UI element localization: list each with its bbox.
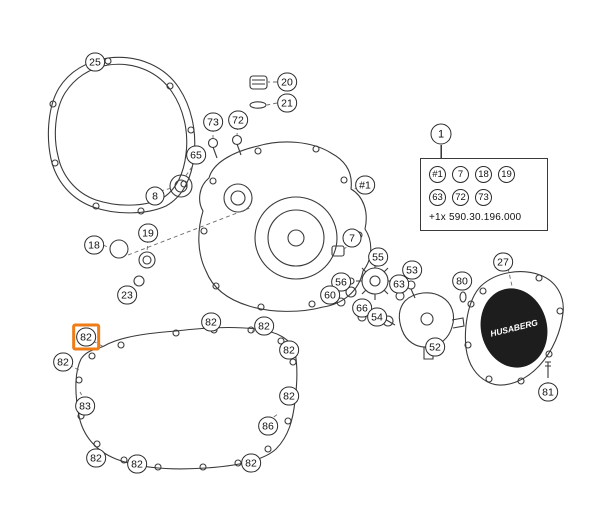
bearing-seals-drawing [109, 174, 193, 287]
callout-20[interactable]: 20 [277, 72, 297, 92]
callout-53[interactable]: 53 [402, 260, 422, 280]
callout-82[interactable]: 82 [254, 316, 274, 336]
callout-82[interactable]: 82 [86, 448, 106, 468]
callout-21[interactable]: 21 [277, 93, 297, 113]
legend-item-63[interactable]: 63 [429, 189, 446, 206]
legend-item-73[interactable]: 73 [475, 189, 492, 206]
plug-7-drawing [331, 245, 345, 257]
legend-row: #1 7 18 19 [429, 166, 539, 183]
callout-num1[interactable]: #1 [355, 175, 375, 195]
callout-86[interactable]: 86 [258, 416, 278, 436]
callout-82-selected[interactable]: 82 [72, 323, 100, 351]
callout-82[interactable]: 82 [127, 454, 147, 474]
legend-item-7[interactable]: 7 [452, 166, 469, 183]
callout-81[interactable]: 81 [538, 382, 558, 402]
callout-82[interactable]: 82 [53, 352, 73, 372]
legend-ref-callout[interactable]: 1 [430, 123, 452, 145]
callout-72[interactable]: 72 [228, 110, 248, 130]
callout-83[interactable]: 83 [75, 396, 95, 416]
callout-60[interactable]: 60 [320, 285, 340, 305]
callout-25[interactable]: 25 [85, 52, 105, 72]
callout-82[interactable]: 82 [241, 453, 261, 473]
legend-item-18[interactable]: 18 [475, 166, 492, 183]
screws-72-73-drawing [207, 134, 243, 159]
callout-19[interactable]: 19 [138, 223, 158, 243]
legend-rows: #1 7 18 19 63 72 73 [429, 166, 539, 206]
legend-item-72[interactable]: 72 [452, 189, 469, 206]
callout-7[interactable]: 7 [342, 228, 362, 248]
legend-box: #1 7 18 19 63 72 73 +1x 590.30.196.000 [420, 158, 548, 231]
gasket-25-drawing [47, 56, 196, 215]
callout-8[interactable]: 8 [145, 186, 165, 206]
legend-item-19[interactable]: 19 [498, 166, 515, 183]
outer-cover-27-drawing [464, 271, 564, 386]
legend-note: +1x 590.30.196.000 [429, 212, 522, 223]
callout-65[interactable]: 65 [186, 145, 206, 165]
plug-cap-drawing [249, 75, 268, 109]
callout-82[interactable]: 82 [279, 340, 299, 360]
legend-ref-line [441, 145, 442, 158]
callout-80[interactable]: 80 [452, 271, 472, 291]
callout-82[interactable]: 82 [279, 386, 299, 406]
callout-23[interactable]: 23 [117, 285, 137, 305]
callout-27[interactable]: 27 [493, 252, 513, 272]
callout-18[interactable]: 18 [84, 235, 104, 255]
legend-item-num1[interactable]: #1 [429, 166, 446, 183]
callout-63[interactable]: 63 [389, 274, 409, 294]
callout-73[interactable]: 73 [203, 112, 223, 132]
callout-54[interactable]: 54 [367, 307, 387, 327]
callout-82[interactable]: 82 [201, 312, 221, 332]
callout-55[interactable]: 55 [368, 247, 388, 267]
callout-52[interactable]: 52 [425, 337, 445, 357]
legend-row: 63 72 73 [429, 189, 539, 206]
